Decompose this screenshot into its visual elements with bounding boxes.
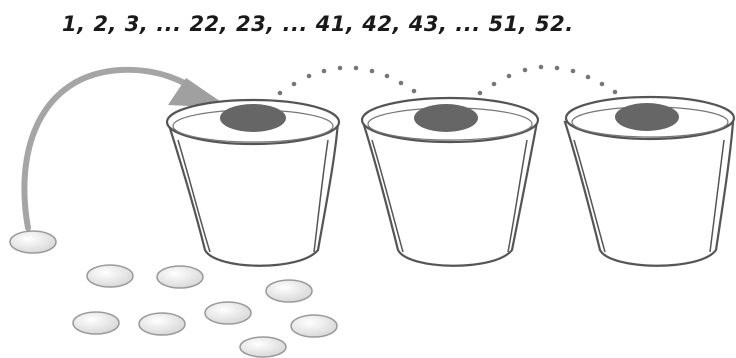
jump-arc-1 [266, 66, 428, 106]
stone-2 [87, 265, 133, 287]
stone-5 [205, 302, 251, 324]
stone-6 [73, 312, 119, 334]
stone-3 [157, 266, 203, 288]
pot-2 [362, 98, 538, 266]
stone-9 [240, 337, 286, 357]
pot-1-hole [220, 104, 286, 132]
stone-1 [10, 231, 56, 253]
pot-2-hole [414, 104, 478, 132]
pot-3 [565, 97, 734, 266]
stone-7 [139, 313, 185, 335]
pot-1 [167, 100, 339, 266]
stone-8 [291, 315, 337, 337]
stone-4 [266, 280, 312, 302]
pot-3-hole [615, 103, 679, 131]
